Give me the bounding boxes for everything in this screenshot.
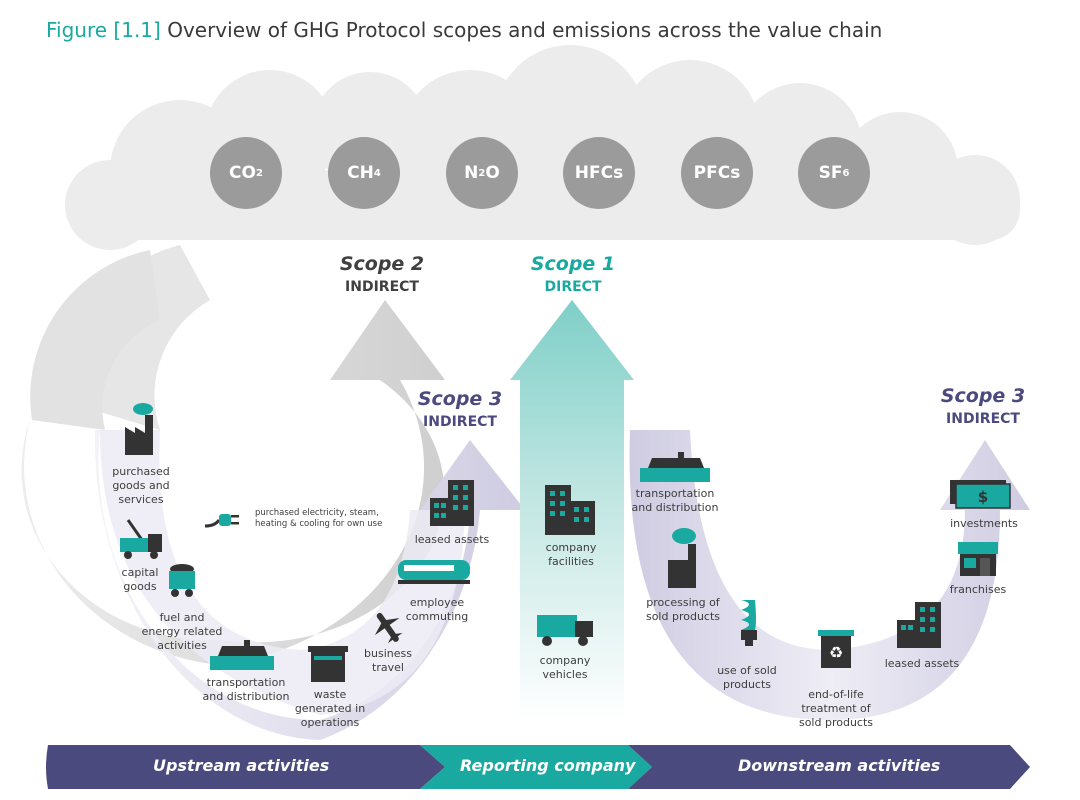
building-icon-downstream xyxy=(897,602,941,648)
scope3-downstream-name: Scope 3 xyxy=(940,385,1026,407)
scope1-type: DIRECT xyxy=(544,279,602,295)
label-fuel-energy: fuel and energy related activities xyxy=(141,611,223,652)
label-end-of-life: end-of-life treatment of sold products xyxy=(798,688,874,729)
label-downstream-transport: transportation and distribution xyxy=(631,487,719,514)
label-company-facilities: company facilities xyxy=(545,541,597,568)
svg-text:♻: ♻ xyxy=(829,643,843,662)
scope1-label: Scope 1 DIRECT xyxy=(523,253,623,295)
label-upstream-leased-assets: leased assets xyxy=(414,533,490,546)
factory-icon xyxy=(125,403,153,455)
truck-icon xyxy=(537,615,593,646)
crane-truck-icon xyxy=(120,519,162,559)
label-waste: waste generated in operations xyxy=(294,688,366,729)
label-company-vehicles: company vehicles xyxy=(539,654,591,681)
scope3-downstream-type: INDIRECT xyxy=(946,411,1020,427)
scope3-upstream-arrow xyxy=(94,430,525,740)
figure-number: Figure [1.1] xyxy=(46,18,161,42)
reporting-company-label: Reporting company xyxy=(460,756,636,775)
waste-bin-icon xyxy=(308,646,348,682)
money-icon: $ xyxy=(950,480,1011,509)
train-icon xyxy=(398,560,470,584)
label-employee-commuting: employee commuting xyxy=(405,596,469,623)
processing-factory-icon xyxy=(668,528,696,588)
scope3-upstream-label: Scope 3 INDIRECT xyxy=(410,388,510,430)
label-downstream-leased-assets: leased assets xyxy=(884,657,960,670)
cloud-shape xyxy=(65,45,1020,250)
ship-icon-downstream xyxy=(640,452,710,482)
label-processing: processing of sold products xyxy=(645,596,721,623)
upstream-activities-label: Upstream activities xyxy=(153,756,330,775)
ship-icon xyxy=(210,640,274,670)
scope2-arrow xyxy=(21,245,445,665)
scope2-type: INDIRECT xyxy=(345,279,419,295)
scope3-downstream-label: Scope 3 INDIRECT xyxy=(933,385,1033,427)
svg-text:$: $ xyxy=(978,488,988,506)
downstream-activities-label: Downstream activities xyxy=(738,756,941,775)
label-purchased-goods: purchased goods and services xyxy=(112,465,170,506)
scope3-upstream-name: Scope 3 xyxy=(417,388,503,410)
light-bulb-icon xyxy=(741,600,757,646)
label-purchased-electricity: purchased electricity, steam, heating & … xyxy=(255,508,383,529)
scope2-name: Scope 2 xyxy=(339,253,425,275)
scope1-name: Scope 1 xyxy=(530,253,616,275)
label-business-travel: business travel xyxy=(364,647,412,674)
gas-hfcs: HFCs xyxy=(563,137,635,209)
plug-icon xyxy=(204,514,239,528)
label-use-of-sold-products: use of sold products xyxy=(717,664,777,691)
building-icon xyxy=(430,480,474,526)
value-chain-bar xyxy=(46,745,1030,789)
gas-pfcs: PFCs xyxy=(681,137,753,209)
scope3-upstream-type: INDIRECT xyxy=(423,414,497,430)
label-investments: investments xyxy=(950,517,1018,530)
label-upstream-transport: transportation and distribution xyxy=(202,676,290,703)
scope2-label: Scope 2 INDIRECT xyxy=(332,253,432,295)
company-building-icon xyxy=(545,485,595,535)
recycle-bin-icon: ♻ xyxy=(818,630,854,668)
label-franchises: franchises xyxy=(949,583,1007,596)
label-capital-goods: capital goods xyxy=(121,566,159,593)
figure-title-text: Overview of GHG Protocol scopes and emis… xyxy=(167,18,883,42)
figure-title: Figure [1.1] Overview of GHG Protocol sc… xyxy=(46,18,882,42)
coal-cart-icon xyxy=(169,564,195,597)
storefront-icon xyxy=(958,542,998,576)
